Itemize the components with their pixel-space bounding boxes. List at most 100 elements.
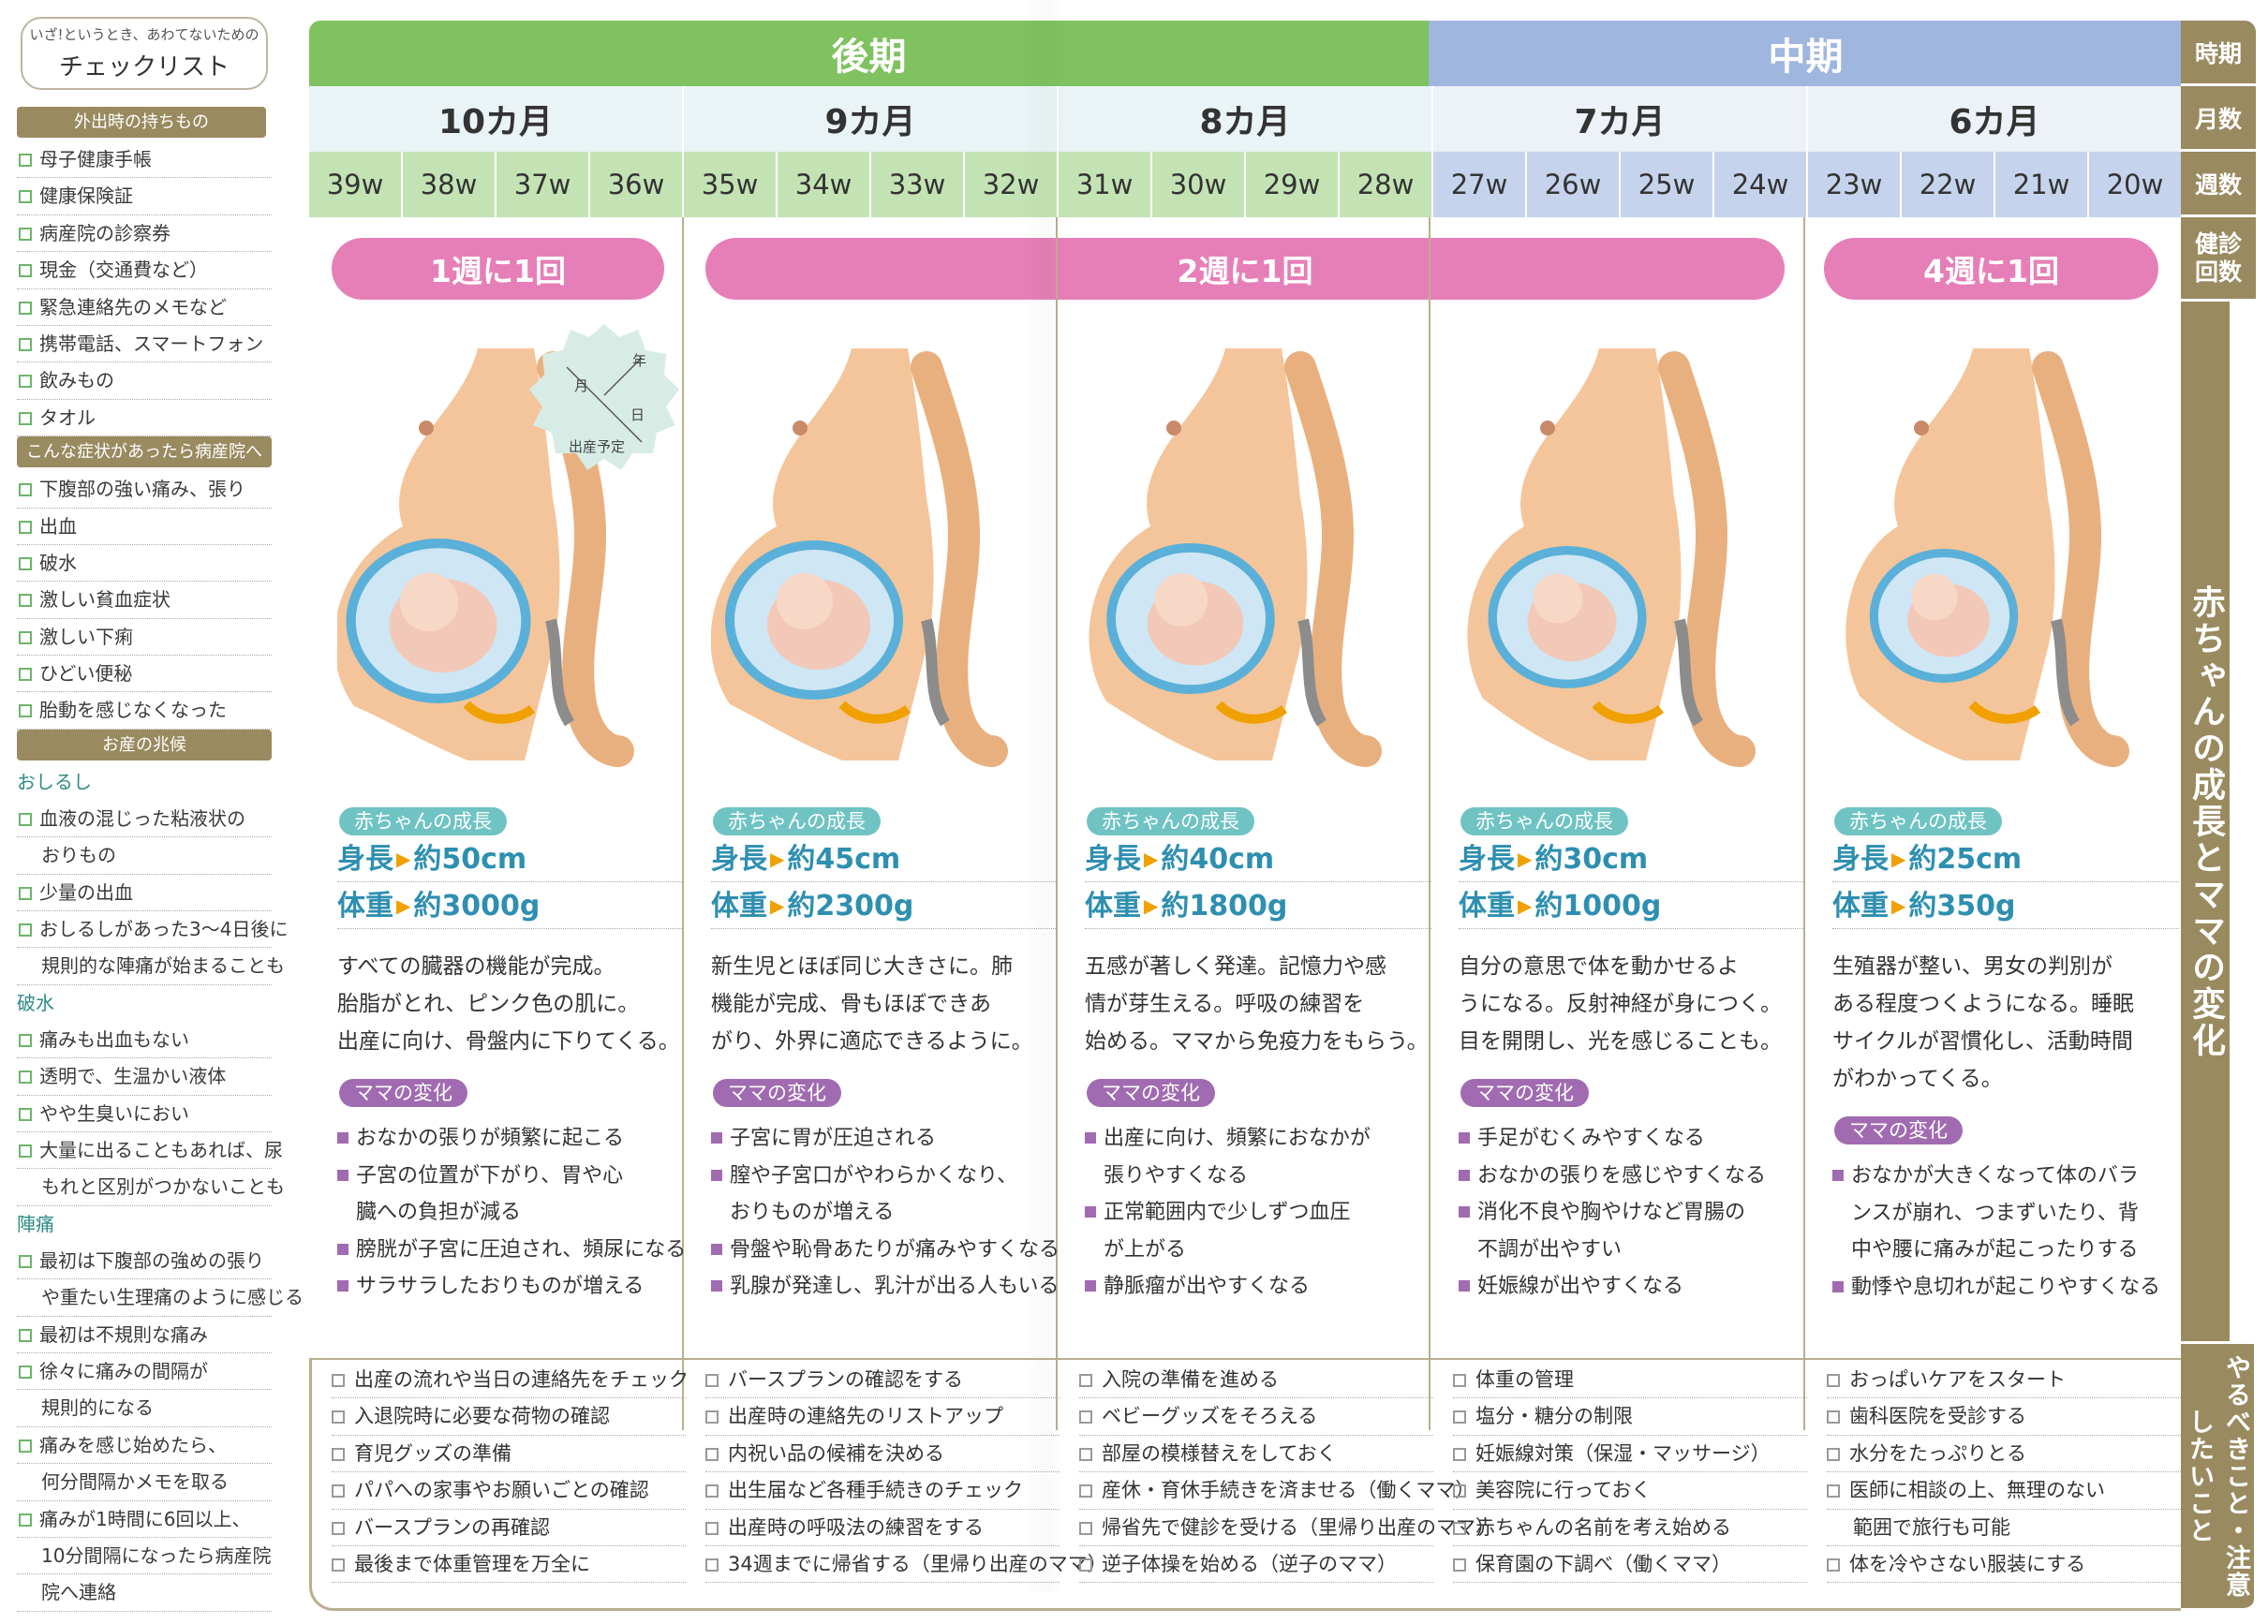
checkbox-icon[interactable] — [19, 668, 32, 682]
todo-item[interactable]: 塩分・糖分の制限 — [1453, 1398, 1807, 1436]
todo-item[interactable]: 産休・育休手続きを済ませる（働くママ） — [1079, 1472, 1475, 1510]
todo-item[interactable]: 美容院に行っておく — [1453, 1472, 1807, 1510]
checkbox-icon[interactable] — [19, 227, 32, 241]
todo-item[interactable]: 歯科医院を受診する — [1827, 1398, 2181, 1436]
checkbox-icon[interactable] — [1079, 1410, 1092, 1425]
todo-item[interactable]: おっぱいケアをスタート — [1827, 1362, 2181, 1399]
checkbox-icon[interactable] — [19, 1070, 32, 1085]
checklist-item[interactable]: 少量の出血 — [17, 875, 272, 912]
checkbox-icon[interactable] — [19, 1254, 32, 1268]
checkbox-icon[interactable] — [1453, 1410, 1466, 1425]
checkbox-icon[interactable] — [19, 411, 32, 425]
checklist-item[interactable]: 携帯電話、スマートフォン — [17, 326, 272, 363]
checkbox-icon[interactable] — [19, 594, 32, 608]
checkbox-icon[interactable] — [19, 704, 32, 718]
checkbox-icon[interactable] — [1453, 1447, 1466, 1461]
checkbox-icon[interactable] — [1079, 1484, 1092, 1499]
checkbox-icon[interactable] — [705, 1447, 719, 1461]
checkbox-icon[interactable] — [19, 520, 32, 534]
checkbox-icon[interactable] — [19, 630, 32, 644]
checkbox-icon[interactable] — [19, 556, 32, 570]
todo-item[interactable]: 帰省先で健診を受ける（里帰り出産のママ） — [1079, 1510, 1495, 1546]
checkbox-icon[interactable] — [19, 1144, 32, 1158]
checklist-item[interactable]: 緊急連絡先のメモなど — [17, 289, 272, 326]
todo-item[interactable]: 範囲で旅行も可能 — [1827, 1510, 2181, 1546]
checkbox-icon[interactable] — [19, 1439, 32, 1453]
checkbox-icon[interactable] — [1827, 1484, 1840, 1499]
checklist-item[interactable]: 激しい貧血症状 — [17, 582, 272, 619]
checklist-item[interactable]: 痛みも出血もない — [17, 1022, 272, 1059]
todo-item[interactable]: 34週までに帰省する（里帰り出産のママ） — [705, 1546, 1107, 1584]
todo-item[interactable]: バースプランの再確認 — [332, 1510, 686, 1546]
todo-item[interactable]: 妊娠線対策（保湿・マッサージ） — [1453, 1436, 1807, 1473]
checkbox-icon[interactable] — [332, 1484, 345, 1499]
checklist-item[interactable]: 病産院の診察券 — [17, 215, 272, 253]
checkbox-icon[interactable] — [1079, 1521, 1092, 1535]
checklist-item[interactable]: 飲みもの — [17, 362, 272, 400]
checkbox-icon[interactable] — [19, 886, 32, 900]
checkbox-icon[interactable] — [19, 190, 32, 204]
todo-item[interactable]: 逆子体操を始める（逆子のママ） — [1079, 1546, 1433, 1584]
checkbox-icon[interactable] — [19, 1365, 32, 1379]
checkbox-icon[interactable] — [19, 812, 32, 826]
checklist-item[interactable]: 破水 — [17, 545, 272, 583]
todo-item[interactable]: 体重の管理 — [1453, 1362, 1807, 1399]
checkbox-icon[interactable] — [1453, 1374, 1466, 1387]
checkbox-icon[interactable] — [332, 1521, 345, 1535]
checkbox-icon[interactable] — [705, 1374, 719, 1387]
checkbox-icon[interactable] — [19, 1328, 32, 1342]
checklist-item[interactable]: 現金（交通費など） — [17, 252, 272, 289]
checklist-item[interactable]: ひどい便秘 — [17, 656, 272, 693]
todo-item[interactable]: 医師に相談の上、無理のない — [1827, 1472, 2181, 1510]
todo-item[interactable]: 入院の準備を進める — [1079, 1362, 1433, 1399]
checkbox-icon[interactable] — [1453, 1521, 1466, 1535]
checkbox-icon[interactable] — [705, 1484, 719, 1499]
todo-item[interactable]: 出生届など各種手続きのチェック — [705, 1472, 1060, 1510]
checklist-item[interactable]: 透明で、生温かい液体 — [17, 1058, 272, 1096]
todo-item[interactable]: 体を冷やさない服装にする — [1827, 1546, 2181, 1584]
checkbox-icon[interactable] — [19, 483, 32, 497]
checkbox-icon[interactable] — [1827, 1558, 1840, 1572]
checkbox-icon[interactable] — [1079, 1558, 1092, 1572]
checkbox-icon[interactable] — [19, 337, 32, 351]
todo-item[interactable]: 内祝い品の候補を決める — [705, 1436, 1060, 1473]
checkbox-icon[interactable] — [332, 1558, 345, 1572]
todo-item[interactable]: ベビーグッズをそろえる — [1079, 1398, 1433, 1436]
checklist-item[interactable]: 血液の混じった粘液状の — [17, 801, 272, 838]
checklist-item[interactable]: 大量に出ることもあれば、尿 — [17, 1132, 283, 1170]
todo-item[interactable]: 出産の流れや当日の連絡先をチェック — [332, 1362, 689, 1399]
todo-item[interactable]: パパへの家事やお願いごとの確認 — [332, 1472, 686, 1510]
checklist-item[interactable]: 健康保険証 — [17, 178, 272, 215]
checkbox-icon[interactable] — [1827, 1410, 1840, 1425]
checkbox-icon[interactable] — [19, 923, 32, 937]
checklist-item[interactable]: 痛みを感じ始めたら、 — [17, 1427, 272, 1465]
checkbox-icon[interactable] — [19, 1513, 32, 1527]
checkbox-icon[interactable] — [1079, 1374, 1092, 1387]
checklist-item[interactable]: 下腹部の強い痛み、張り — [17, 471, 272, 509]
checkbox-icon[interactable] — [19, 301, 32, 315]
checklist-item[interactable]: 激しい下痢 — [17, 619, 272, 657]
checklist-item[interactable]: 徐々に痛みの間隔が — [17, 1353, 272, 1391]
todo-item[interactable]: 育児グッズの準備 — [332, 1436, 686, 1473]
checklist-item[interactable]: 胎動を感じなくなった — [17, 692, 272, 730]
todo-item[interactable]: 水分をたっぷりとる — [1827, 1436, 2181, 1473]
checkbox-icon[interactable] — [19, 1107, 32, 1121]
checklist-item[interactable]: 最初は下腹部の強めの張り — [17, 1243, 272, 1280]
checkbox-icon[interactable] — [705, 1410, 719, 1425]
checklist-item[interactable]: 出血 — [17, 509, 272, 545]
checklist-item[interactable]: おしるしがあった3〜4日後に — [17, 911, 288, 949]
todo-item[interactable]: 出産時の呼吸法の練習をする — [705, 1510, 1060, 1546]
checklist-item[interactable]: 母子健康手帳 — [17, 141, 272, 179]
todo-item[interactable]: 保育園の下調べ（働くママ） — [1453, 1546, 1807, 1584]
checklist-item[interactable]: 最初は不規則な痛み — [17, 1317, 272, 1353]
checkbox-icon[interactable] — [1453, 1484, 1466, 1499]
checklist-item[interactable]: やや生臭いにおい — [17, 1096, 272, 1132]
checkbox-icon[interactable] — [332, 1410, 345, 1425]
todo-item[interactable]: 最後まで体重管理を万全に — [332, 1546, 686, 1584]
checklist-item[interactable]: 痛みが1時間に6回以上、 — [17, 1501, 272, 1538]
todo-item[interactable]: 赤ちゃんの名前を考え始める — [1453, 1510, 1807, 1546]
checkbox-icon[interactable] — [1079, 1447, 1092, 1461]
checkbox-icon[interactable] — [1453, 1558, 1466, 1572]
checkbox-icon[interactable] — [19, 1033, 32, 1047]
todo-item[interactable]: バースプランの確認をする — [705, 1362, 1060, 1399]
